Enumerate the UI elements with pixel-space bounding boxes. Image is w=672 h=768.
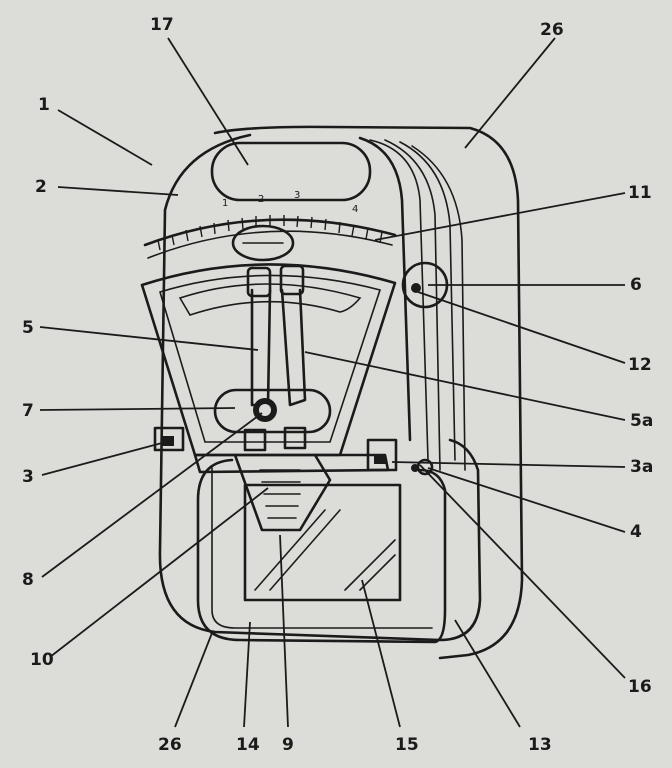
callout-2: 2	[35, 177, 47, 197]
callout-7: 7	[22, 401, 34, 421]
callout-3: 3	[22, 467, 34, 487]
pointer-arm-5	[250, 288, 272, 407]
callout-6: 6	[630, 275, 642, 295]
slide-rungs	[259, 469, 301, 519]
right-clamp	[366, 438, 398, 472]
pointer-arm-5a	[280, 288, 307, 407]
callout-4: 4	[630, 522, 642, 542]
scale-number-3: 3	[294, 190, 300, 201]
pointer-frame-inner	[159, 274, 382, 443]
callout-11: 11	[628, 183, 652, 203]
callout-15: 15	[395, 735, 419, 755]
side-plate-2	[399, 141, 456, 461]
crossbar	[213, 388, 332, 434]
left-clamp	[153, 426, 185, 452]
scale-number-4: 4	[352, 204, 358, 215]
callout-9: 9	[282, 735, 294, 755]
dial-scale-ticks	[157, 215, 383, 251]
callout-3a: 3a	[630, 457, 653, 477]
top-window	[210, 141, 372, 202]
scale-number-1: 1	[222, 198, 228, 209]
callout-1: 1	[38, 95, 50, 115]
lower-compartment	[196, 458, 447, 644]
callout-17: 17	[150, 15, 174, 35]
glass-reflection	[254, 509, 396, 591]
front-case	[158, 133, 482, 642]
rear-housing-inner	[369, 139, 429, 461]
dial-scale-arc-inner	[147, 230, 393, 259]
rear-housing	[213, 125, 524, 660]
scale-number-2: 2	[258, 194, 264, 205]
callout-5a: 5a	[630, 411, 653, 431]
callout-5: 5	[22, 318, 34, 338]
side-plate-3	[411, 145, 466, 471]
callout-16: 16	[628, 677, 652, 697]
leader-lines	[39, 37, 626, 728]
side-plate-1	[384, 139, 441, 471]
front-case-right-edge	[358, 136, 412, 442]
glass-panel	[243, 483, 402, 602]
callout-10: 10	[30, 650, 54, 670]
callout-26-bottom: 26	[158, 735, 182, 755]
dial-lens	[231, 224, 295, 262]
callout-13: 13	[528, 735, 552, 755]
callout-14: 14	[236, 735, 260, 755]
slide-mechanism	[233, 453, 332, 532]
dial-scale-arc	[143, 218, 397, 247]
callout-26-top: 26	[540, 20, 564, 40]
callout-8: 8	[22, 570, 34, 590]
callout-12: 12	[628, 355, 652, 375]
inner-slot	[178, 283, 362, 316]
